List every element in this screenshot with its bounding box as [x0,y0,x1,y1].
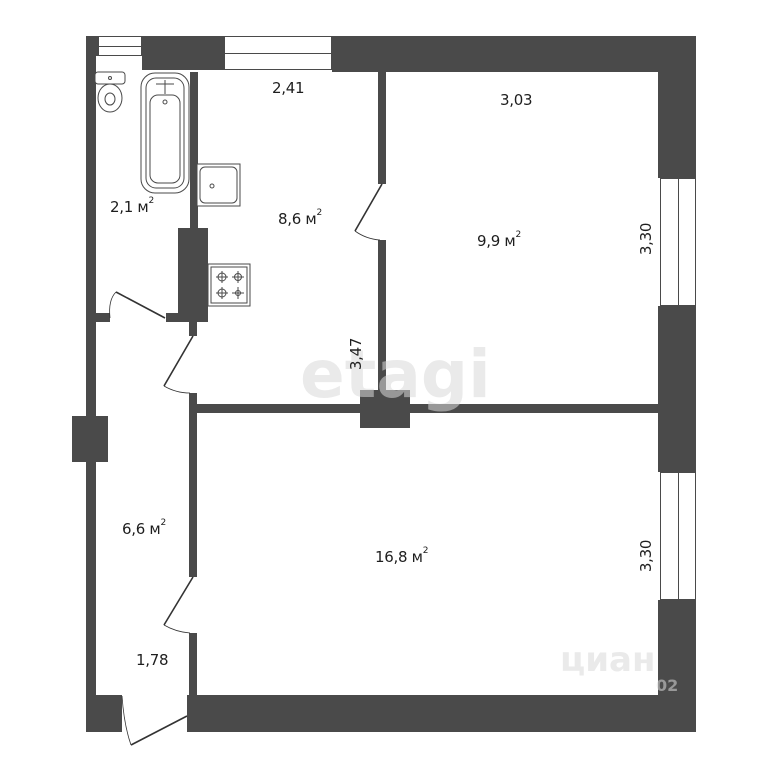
wall-bottom [187,695,696,732]
stove-icon [207,263,251,307]
wall-bath-kitchen-block [178,228,208,320]
door-bathroom[interactable] [109,291,166,319]
door-bedroom[interactable] [354,183,383,241]
wall-hall-living-low [189,633,197,695]
sink-icon [196,163,241,207]
wall-top-mid [142,36,224,70]
room-area-living-room: 16,8 м2 [375,546,429,566]
watermark-cian: циан [560,640,656,680]
window-bedroom [660,178,696,306]
dimension-bedroom-width: 3,03 [500,91,533,109]
dimension-kitchen-width: 2,41 [272,79,305,97]
window-kitchen [224,36,332,70]
wall-kitchen-hall-low [189,393,197,577]
wall-kitchen-hall-top [189,320,197,336]
door-living-room[interactable] [163,576,194,634]
wall-bath-bottom-right [166,313,208,322]
watermark-etagi: etagi [300,336,491,413]
wall-left-pillar [72,416,108,462]
wall-bottom-left [86,695,122,732]
window-living-room [660,472,696,600]
wall-top-right [332,36,696,72]
dimension-bedroom-length: 3,30 [637,222,656,256]
wall-center-pillar [360,390,410,428]
wall-bath-kitchen [190,72,198,232]
dimension-hallway-width: 1,78 [136,651,169,669]
wall-kitchen-bedroom-low [378,240,386,408]
wall-right-mid [658,306,696,472]
wall-bath-bottom-left [96,313,110,322]
wall-right-top [658,36,696,178]
wall-kitchen-bedroom-top [378,72,386,184]
dimension-kitchen-length: 3,47 [347,337,366,371]
room-area-hallway: 6,6 м2 [122,518,166,538]
room-area-bathroom: 2,1 м2 [110,196,154,216]
door-entrance[interactable] [121,695,188,746]
wall-left [86,36,96,730]
watermark-number: 02 [656,676,679,695]
wall-horizontal-divider [193,404,660,413]
dimension-living-length: 3,30 [637,539,656,573]
room-area-kitchen: 8,6 м2 [278,208,322,228]
room-area-bedroom: 9,9 м2 [477,230,521,250]
door-kitchen[interactable] [163,335,194,394]
window-bathroom [98,36,142,56]
toilet-icon [94,71,126,113]
bathtub-icon [140,72,190,194]
